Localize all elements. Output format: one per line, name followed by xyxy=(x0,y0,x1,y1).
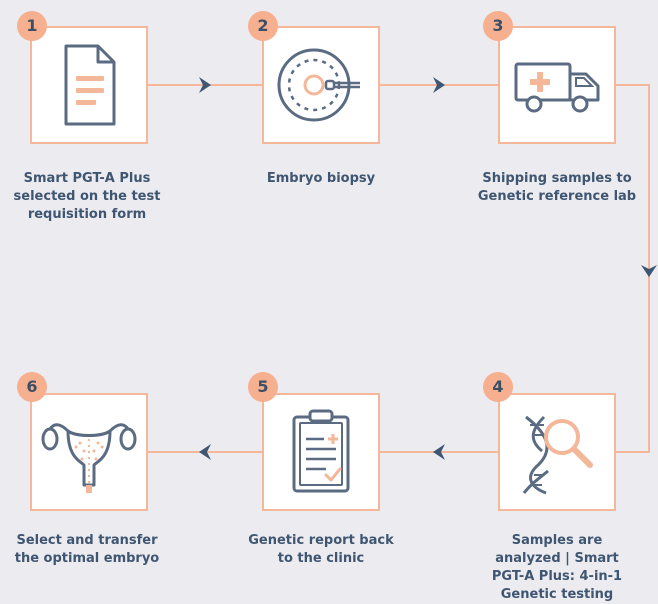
connector-right-vertical xyxy=(648,84,650,453)
step-3-label: Shipping samples to Genetic reference la… xyxy=(477,171,637,204)
step-5-badge: 5 xyxy=(248,372,278,402)
step-4-badge: 4 xyxy=(483,372,513,402)
document-icon xyxy=(64,44,116,126)
embryo-biopsy-icon xyxy=(277,48,360,122)
uterus-icon xyxy=(41,423,137,493)
dna-magnifier-icon xyxy=(522,415,593,495)
step-1-badge: 1 xyxy=(17,11,47,41)
step-4-label: Samples are analyzed | Smart PGT-A Plus:… xyxy=(491,533,623,602)
step-3-badge: 3 xyxy=(483,11,513,41)
step-2-badge: 2 xyxy=(248,11,278,41)
chevron-down-icon xyxy=(641,265,657,277)
step-6-label: Select and transfer the optimal embryo xyxy=(14,533,160,566)
step-1-box xyxy=(30,26,148,144)
step-2-label: Embryo biopsy xyxy=(266,171,376,186)
clipboard-report-icon xyxy=(292,409,350,493)
chevron-left-icon xyxy=(433,444,445,460)
chevron-left-icon xyxy=(199,444,211,460)
step-3-box xyxy=(498,26,616,144)
chevron-right-icon xyxy=(433,77,445,93)
connector-right-4 xyxy=(616,451,650,453)
connector-3-right xyxy=(616,84,650,86)
ambulance-truck-icon xyxy=(514,62,600,113)
step-2-box xyxy=(262,26,380,144)
step-5-label: Genetic report back to the clinic xyxy=(248,533,394,566)
step-6-box xyxy=(30,393,148,511)
step-6-badge: 6 xyxy=(17,372,47,402)
step-5-box xyxy=(262,393,380,511)
chevron-right-icon xyxy=(199,77,211,93)
step-1-label: Smart PGT-A Plus selected on the test re… xyxy=(13,171,161,222)
step-4-box xyxy=(498,393,616,511)
